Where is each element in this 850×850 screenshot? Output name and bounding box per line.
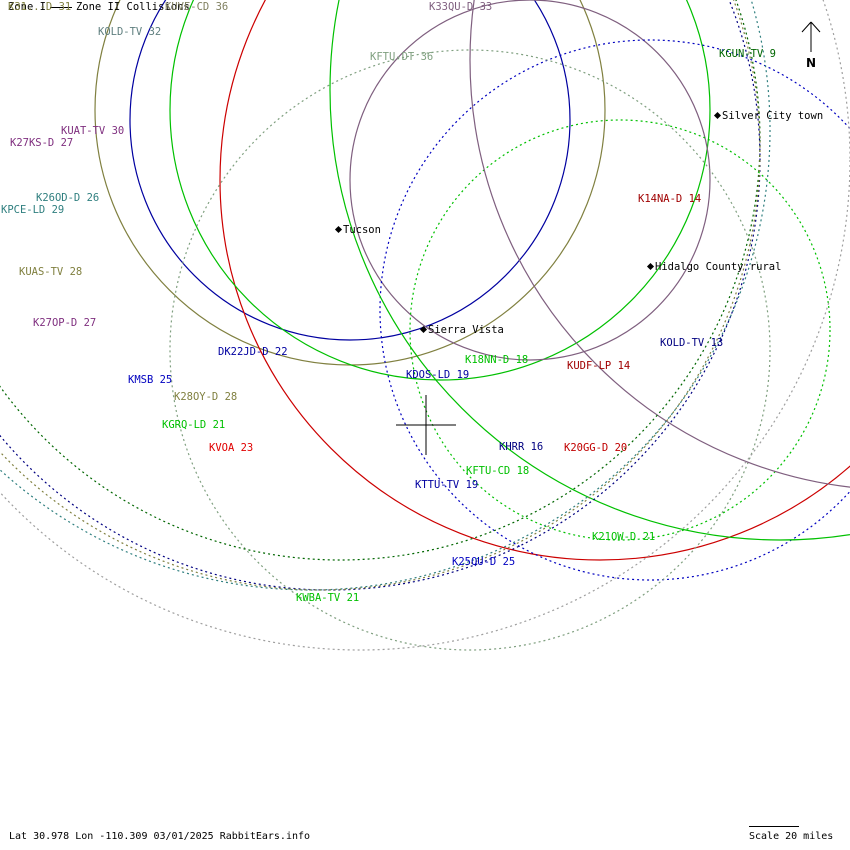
station-label[interactable]: KGRQ-LD 21 [162,419,226,431]
north-label: N [805,56,817,70]
coverage-contour [349,0,711,361]
station-label[interactable]: K33QU-D 33 [429,1,493,13]
station-label[interactable]: K27OP-D 27 [33,317,97,329]
station-label[interactable]: KOLD-TV 32 [98,26,162,38]
station-label[interactable]: KOLD-TV 13 [660,337,724,349]
north-arrow-icon [801,21,821,52]
city-marker[interactable]: Silver City town [713,110,824,122]
coverage-contour [169,0,711,381]
coverage-contour [219,0,850,561]
city-marker[interactable]: Hidalgo County rural [646,261,782,273]
station-label[interactable]: K28OY-D 28 [174,391,238,403]
station-label[interactable]: KPCE-LD 29 [1,204,65,216]
station-label[interactable]: KMSB 25 [128,374,173,386]
compass: N [800,20,822,70]
city-dot-icon [334,225,343,234]
station-label[interactable]: KDOS-LD 19 [406,369,470,381]
city-marker[interactable]: Tucson [334,224,381,236]
coverage-contour [409,119,831,541]
coverage-contour [379,39,850,581]
station-label[interactable]: KFTU-CD 18 [466,465,530,477]
station-label[interactable]: K18NN-D 18 [465,354,529,366]
city-name: Silver City town [722,110,824,122]
city-dot-icon [419,325,428,334]
legend-line-icon [49,6,72,8]
station-label[interactable]: KUAS-TV 28 [19,266,83,278]
station-label[interactable]: K31..-D 31 [8,1,72,13]
station-label[interactable]: K26OD-D 26 [36,192,100,204]
station-label[interactable]: KUAT-TV 30 [61,125,125,137]
city-name: Tucson [343,224,381,236]
city-marker[interactable]: Sierra Vista [419,324,504,336]
city-name: Hidalgo County rural [655,261,782,273]
station-label[interactable]: K25QU-D 25 [452,556,516,568]
legend-zone2: Zone II Collisions [75,1,190,13]
coverage-contour [169,49,771,651]
coverage-contour [469,0,850,488]
station-label[interactable]: K27KS-D 27 [10,137,74,149]
coverage-contour [0,0,771,591]
coverage-contours [0,0,850,651]
station-label[interactable]: DK22JD-D 22 [218,346,288,358]
coverage-contour [329,0,850,541]
coverage-contour [129,0,571,341]
map-legend: Zone I Zone II Collisions [8,1,190,13]
station-label[interactable]: KTTU-TV 19 [415,479,479,491]
station-label[interactable]: KFTU-DT 36 [370,51,434,63]
city-dot-icon [646,262,655,271]
legend-zone1: Zone I [8,1,46,13]
city-name: Sierra Vista [428,324,504,336]
city-dot-icon [713,111,722,120]
coverage-contour [0,0,761,591]
scale-label: Scale 20 miles [749,831,834,842]
scale-indicator: Scale 20 miles [749,826,833,842]
station-label[interactable]: KWBA-TV 21 [296,592,360,604]
station-label[interactable]: K14NA-D 14 [638,193,702,205]
crosshair-icon [396,395,456,455]
station-label[interactable]: KHRR 16 [499,441,544,453]
station-label[interactable]: K20GG-D 20 [564,442,628,454]
status-bar: Lat 30.978 Lon -110.309 03/01/2025 Rabbi… [9,831,311,842]
station-label[interactable]: K21OW-D 21 [592,531,656,543]
station-label[interactable]: KUDF-LP 14 [567,360,631,372]
station-label[interactable]: KUVE-CD 36 [165,1,229,13]
scale-bar [749,826,799,827]
station-label[interactable]: KGUN-TV 9 [719,48,776,60]
station-label[interactable]: KVOA 23 [209,442,254,454]
